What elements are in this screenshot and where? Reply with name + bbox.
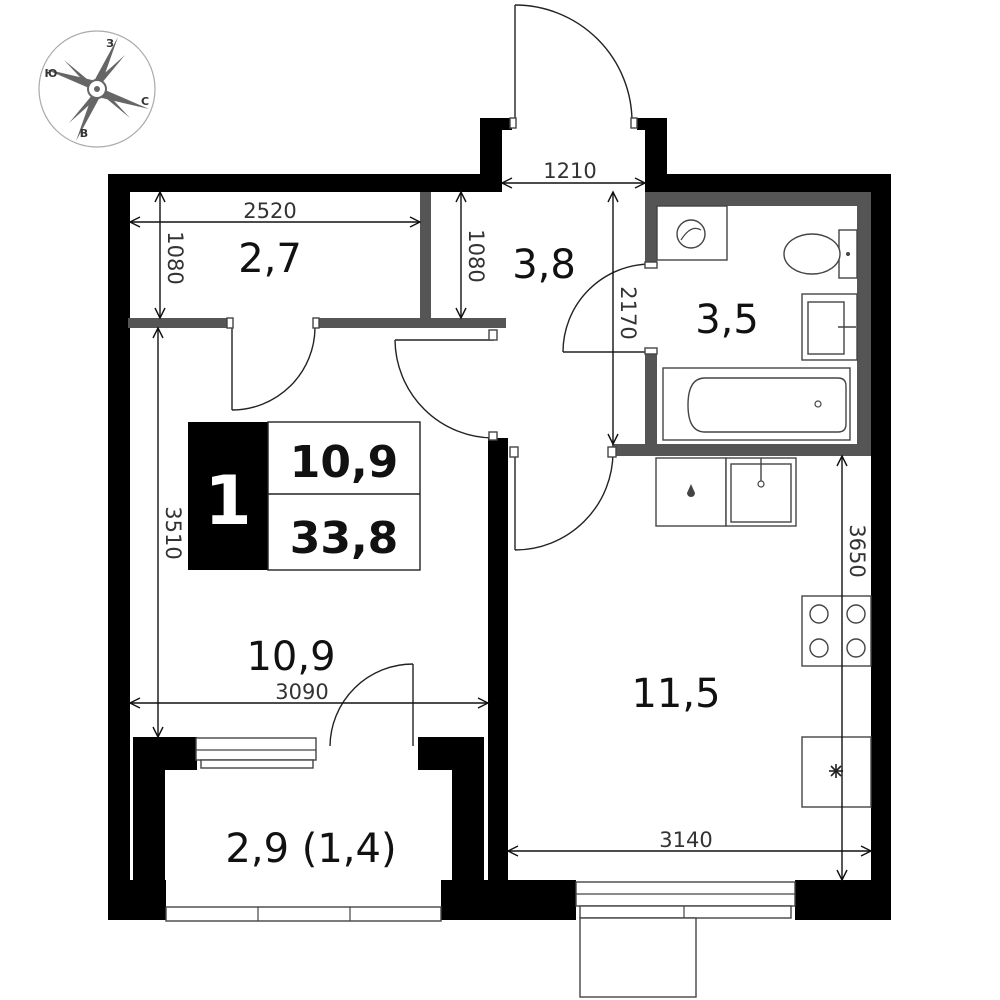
dim-kitchen-depth: 3650 [845,524,869,577]
compass-north-label: З [106,37,114,50]
dim-kitchen-width: 3140 [659,828,712,852]
compass-east-label: С [141,95,149,108]
room-area-loggia: 2,9 (1,4) [225,826,396,872]
room-area-storage: 2,7 [238,236,302,282]
kitchen-fixtures [655,457,872,808]
compass-west-label: Ю [45,67,58,80]
room-area-hall: 3,8 [512,242,576,288]
dim-bath-depth: 2170 [616,286,640,339]
room-area-labels: 2,7 3,8 3,5 10,9 11,5 2,9 (1,4) [225,236,758,872]
dim-entry-width: 1210 [543,159,596,183]
doors [226,4,658,747]
dim-hall-depth: 1080 [464,229,488,282]
living-area-value: 10,9 [290,437,399,488]
apartment-summary: 1 10,9 33,8 [188,421,421,571]
toilet-icon [783,229,858,279]
compass-icon: З С В Ю [38,30,156,148]
dim-storage-width: 2520 [243,199,296,223]
dimension-labels: 2520 1080 1080 1210 2170 3510 3090 3650 … [161,159,869,852]
bathroom-fixtures [656,205,858,441]
windows [165,737,796,998]
compass-south-label: В [80,127,88,140]
room-area-bedroom: 10,9 [246,634,335,680]
room-area-bathroom: 3,5 [695,297,759,343]
interior-partitions [128,192,871,456]
water-drop-icon [687,484,695,497]
fridge-icon [801,736,872,808]
dim-storage-depth: 1080 [163,231,187,284]
dim-bedroom-width: 3090 [275,680,328,704]
dimension-lines [128,177,873,882]
kitchen-sink-icon [725,457,797,527]
room-area-kitchen: 11,5 [631,671,720,717]
room-count: 1 [204,462,251,541]
exterior-walls [108,118,891,920]
bathtub-icon [662,367,851,441]
stove-icon [801,595,872,667]
bathroom-sink-icon [801,293,858,361]
dim-bedroom-depth: 3510 [161,506,185,559]
total-area-value: 33,8 [290,513,399,564]
